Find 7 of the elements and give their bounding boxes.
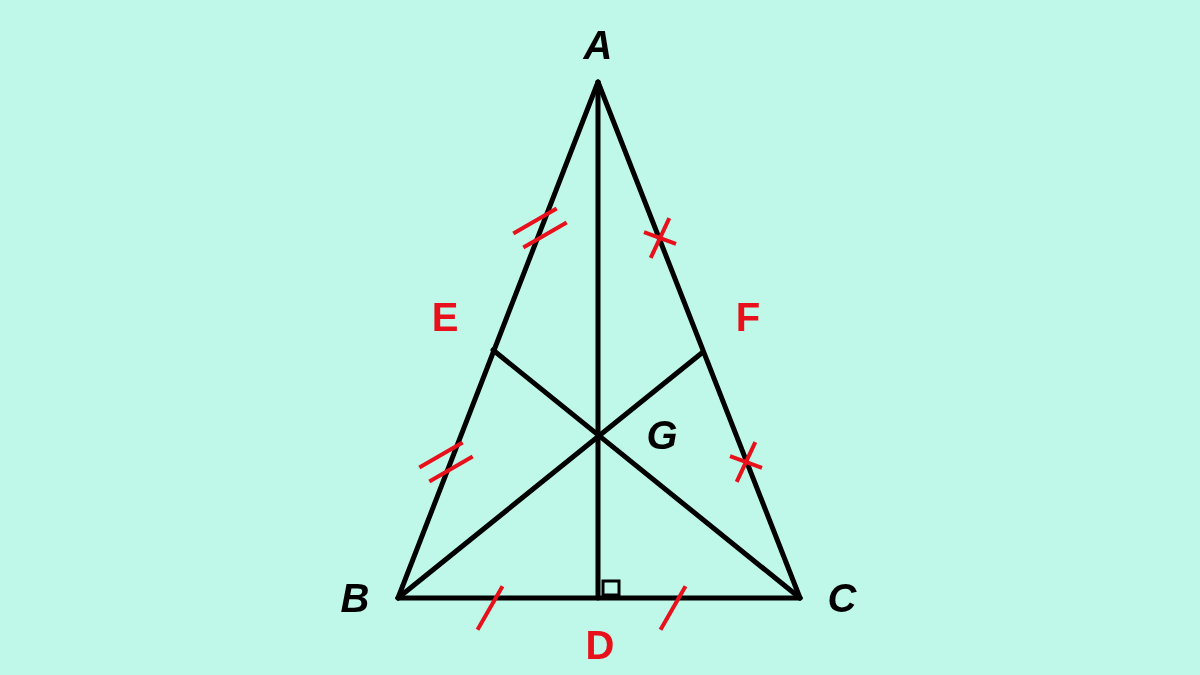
point-label: E xyxy=(431,297,459,337)
point-label: A xyxy=(583,25,613,65)
point-label: B xyxy=(340,578,370,618)
point-label: G xyxy=(646,415,678,455)
point-label: F xyxy=(735,297,761,337)
point-label: D xyxy=(585,625,615,665)
point-label: C xyxy=(827,578,857,618)
